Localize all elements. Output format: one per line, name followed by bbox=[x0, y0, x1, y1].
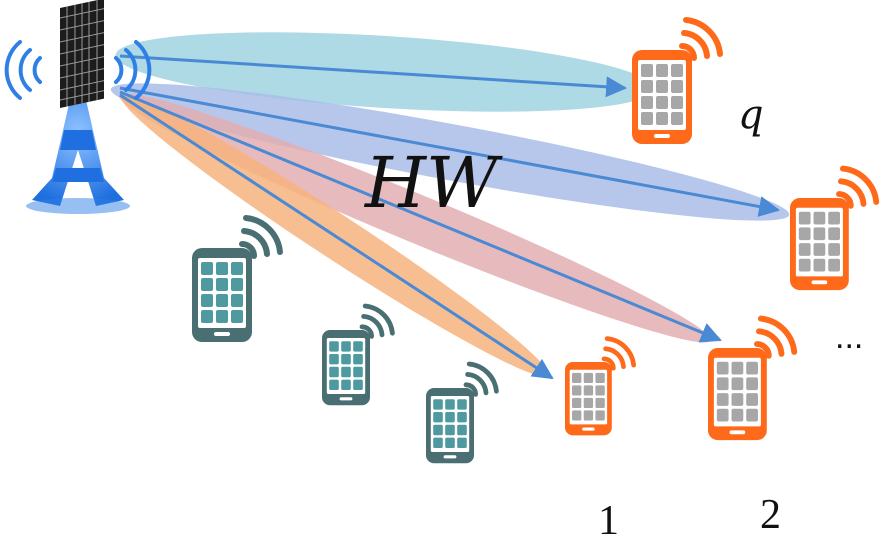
cell-tower-icon bbox=[4, 0, 152, 214]
beam-to-user-2 bbox=[119, 93, 711, 343]
more-users-ellipsis: ... bbox=[835, 318, 863, 356]
arrow-to-user-2 bbox=[119, 90, 722, 343]
user-q-phone bbox=[632, 20, 720, 144]
matrix-label: HW bbox=[363, 142, 503, 224]
arrow-to-user-upper-right bbox=[119, 86, 781, 217]
other-user-phone bbox=[192, 218, 280, 342]
arrow-to-user-q bbox=[119, 54, 628, 98]
arrow-group bbox=[119, 54, 781, 380]
user-2-label: 2 bbox=[760, 492, 781, 538]
user-upper-right-phone bbox=[790, 169, 876, 291]
other-user-phone bbox=[426, 364, 496, 463]
arrow-to-user-1 bbox=[119, 93, 554, 380]
user-1-phone bbox=[565, 339, 634, 436]
user-2-phone bbox=[708, 319, 794, 441]
user-q-label: q bbox=[738, 92, 764, 138]
user-1-label: 1 bbox=[598, 498, 619, 540]
other-user-phone bbox=[322, 306, 392, 405]
